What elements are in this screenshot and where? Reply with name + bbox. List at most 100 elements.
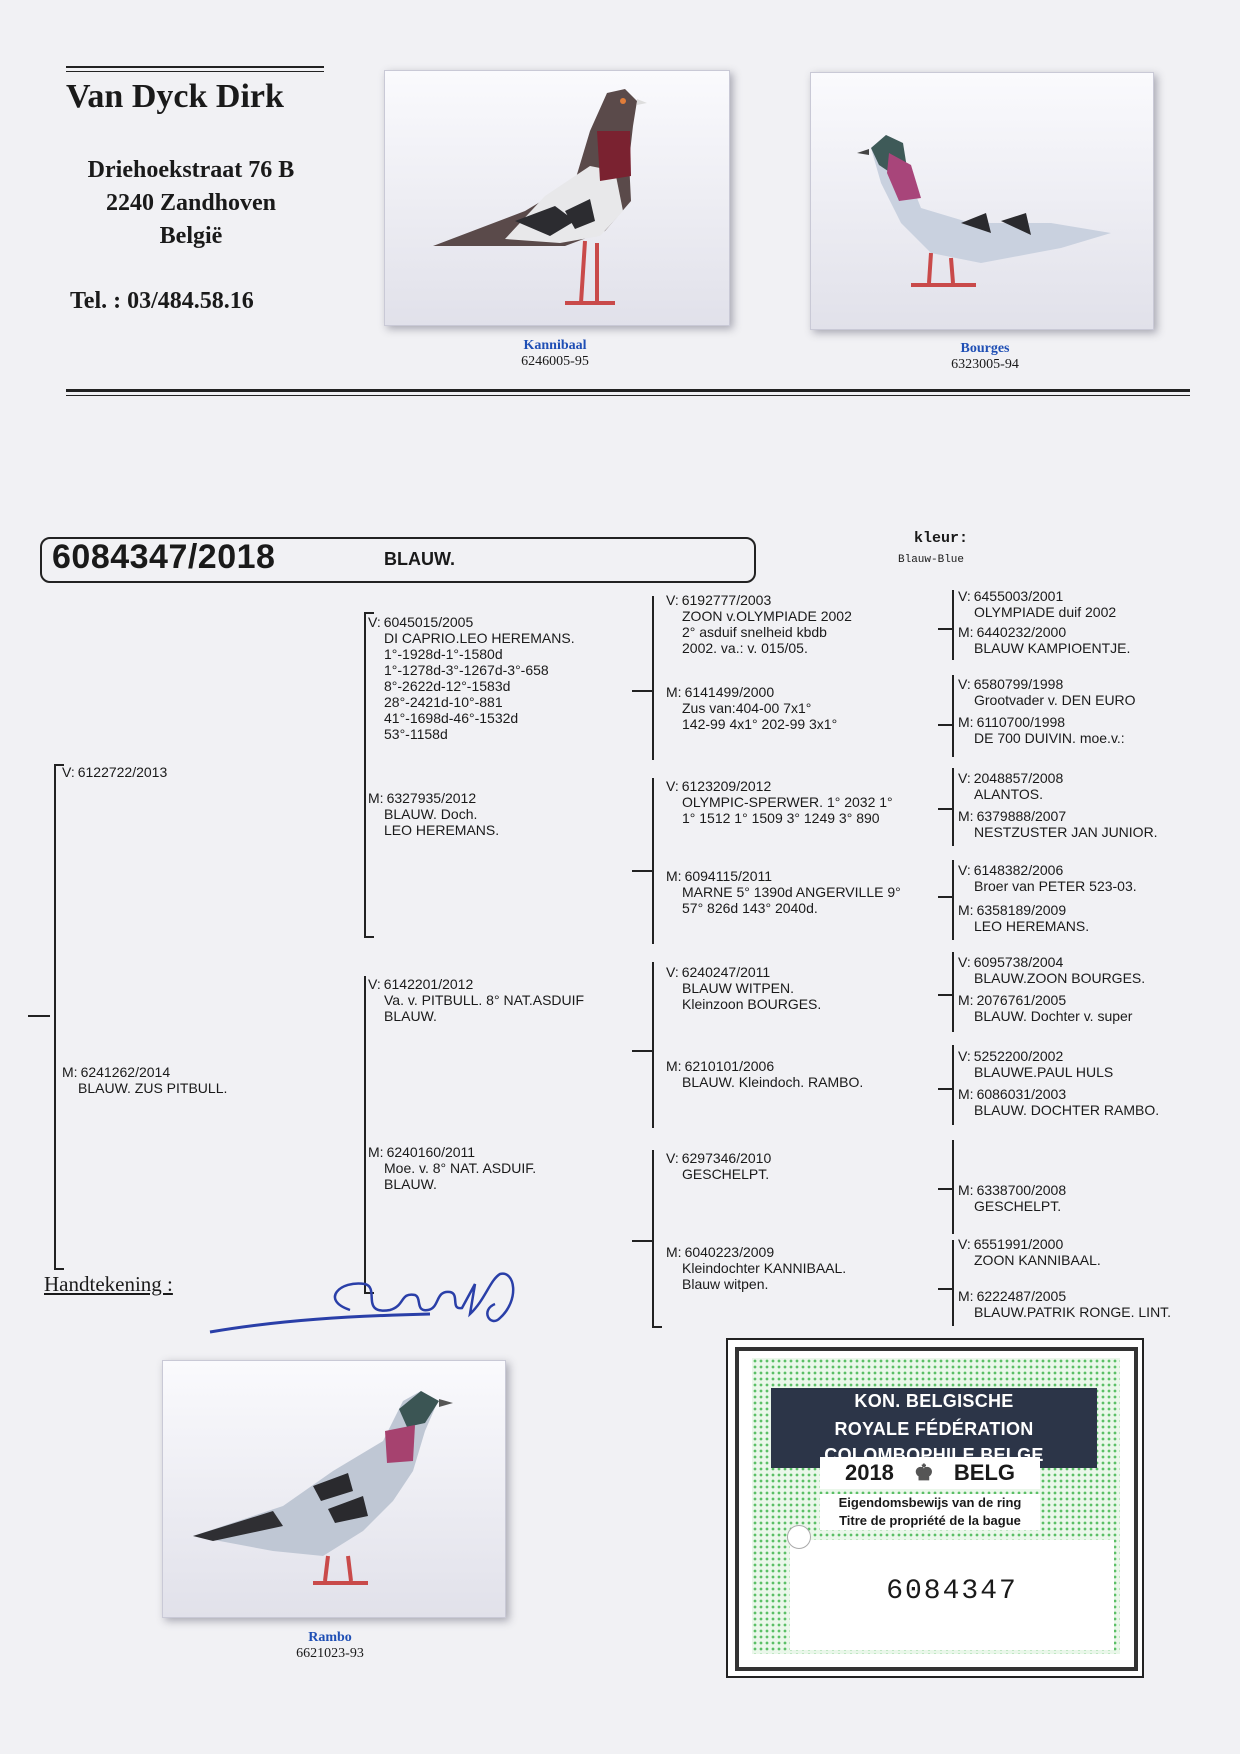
gen3-6-ring: 6210101/2006	[684, 1058, 775, 1074]
gen4-7-prefix: V:	[958, 862, 971, 878]
cert-year-row: 2018 ♚ BELG	[820, 1457, 1040, 1489]
gen3-2-prefix: M:	[666, 684, 682, 700]
subject-color: BLAUW.	[384, 549, 455, 569]
gen4-5-prefix: V:	[958, 770, 971, 786]
gen4-6-prefix: M:	[958, 808, 974, 824]
gen4-8-ring: 6358189/2009	[976, 902, 1067, 918]
gen4-12-ring: 6086031/2003	[976, 1086, 1067, 1102]
cert-country: BELG	[953, 1460, 1016, 1485]
gen1-bracket	[54, 764, 56, 1270]
photo-rambo	[162, 1360, 506, 1618]
gen4-bracket-8	[952, 1240, 954, 1326]
cert-number-field	[790, 1540, 1114, 1650]
header-rule-top-thin	[66, 71, 324, 72]
punch-hole-icon	[787, 1525, 811, 1549]
gen4-2-notes: BLAUW KAMPIOENTJE.	[974, 640, 1131, 656]
gen2-bracket-dam	[364, 976, 366, 1294]
gen1-tick-bottom	[54, 1268, 64, 1270]
gen2-dam-tick-bottom	[364, 1292, 374, 1294]
gen3-2: M:6141499/2000 Zus van:404-00 7x1° 142-9…	[666, 684, 837, 732]
gen2-dd-notes: Moe. v. 8° NAT. ASDUIF. BLAUW.	[384, 1160, 537, 1192]
gen2-ds-notes: Va. v. PITBULL. 8° NAT.ASDUIF BLAUW.	[384, 992, 585, 1024]
gen1-dam-ring: 6241262/2014	[80, 1064, 171, 1080]
gen3-4-notes: MARNE 5° 1390d ANGERVILLE 9° 57° 826d 14…	[682, 884, 901, 916]
gen4-bracket-7	[952, 1140, 954, 1234]
gen3-5-notes: BLAUW WITPEN. Kleinzoon BOURGES.	[682, 980, 822, 1012]
gen2-ss-notes: DI CAPRIO.LEO HEREMANS. 1°-1928d-1°-1580…	[384, 630, 575, 742]
gen3-bracket-4	[652, 1150, 654, 1326]
gen4-bracket-5	[952, 952, 954, 1032]
gen4-bracket-6	[952, 1045, 954, 1125]
gen4-12-prefix: M:	[958, 1086, 974, 1102]
gen2-sire-tick-bottom	[364, 936, 374, 938]
header-divider	[66, 389, 1190, 392]
gen4-3-ring: 6580799/1998	[973, 676, 1064, 692]
gen3-7-prefix: V:	[666, 1150, 679, 1166]
gen4-3-notes: Grootvader v. DEN EURO	[974, 692, 1136, 708]
gen3-connector-1	[632, 690, 652, 692]
gen4-11-notes: BLAUWE.PAUL HULS	[974, 1064, 1114, 1080]
gen1-sire: V:6122722/2013	[62, 764, 167, 780]
gen4-bracket-1	[952, 590, 954, 660]
gen4-4-ring: 6110700/1998	[976, 714, 1066, 730]
gen4-connector-8	[938, 1288, 952, 1290]
gen1-tick-top	[54, 764, 64, 766]
gen4-connector-1	[938, 628, 952, 630]
gen3-8-notes: Kleindochter KANNIBAAL. Blauw witpen.	[682, 1260, 847, 1292]
gen1-sire-ring: 6122722/2013	[77, 764, 168, 780]
gen3-3-ring: 6123209/2012	[681, 778, 772, 794]
gen4-15-ring: 6222487/2005	[976, 1288, 1067, 1304]
gen3-4-ring: 6094115/2011	[684, 868, 773, 884]
gen4-2-ring: 6440232/2000	[976, 624, 1067, 640]
gen4-10-ring: 2076761/2005	[976, 992, 1067, 1008]
gen3-1-notes: ZOON v.OLYMPIADE 2002 2° asduif snelheid…	[682, 608, 852, 656]
gen4-11-prefix: V:	[958, 1048, 971, 1064]
rambo-ring: 6621023-93	[296, 1646, 364, 1661]
header-rule-top	[66, 66, 324, 68]
gen3-2-ring: 6141499/2000	[684, 684, 775, 700]
gen2-ds-prefix: V:	[368, 976, 381, 992]
header-divider-thin	[66, 395, 1190, 396]
gen4-connector-6	[938, 1088, 952, 1090]
signature-icon	[209, 1272, 515, 1334]
gen3-3-prefix: V:	[666, 778, 679, 794]
gen4-connector-7	[938, 1188, 952, 1190]
bourges-ring: 6323005-94	[951, 357, 1019, 372]
gen3-8-ring: 6040223/2009	[684, 1244, 775, 1260]
gen1-sire-prefix: V:	[62, 764, 75, 780]
cert-sub-nl: Eigendomsbewijs van de ring	[820, 1494, 1040, 1512]
gen4-11-ring: 5252200/2002	[973, 1048, 1064, 1064]
gen4-connector-2	[938, 724, 952, 726]
gen2-ss: V:6045015/2005 DI CAPRIO.LEO HEREMANS. 1…	[368, 614, 575, 742]
bourges-name: Bourges	[960, 341, 1010, 356]
kleur-label: kleur:	[914, 530, 969, 547]
telephone: Tel. : 03/484.58.16	[70, 288, 254, 314]
gen4-4-prefix: M:	[958, 714, 974, 730]
gen4-13-prefix: M:	[958, 1182, 974, 1198]
gen3-6: M:6210101/2006 BLAUW. Kleindoch. RAMBO.	[666, 1058, 863, 1090]
gen3-5-prefix: V:	[666, 964, 679, 980]
gen4-5-notes: ALANTOS.	[974, 786, 1043, 802]
caption-rambo: Rambo 6621023-93	[235, 1630, 425, 1662]
address-country: België	[159, 223, 223, 249]
gen4-9-notes: BLAUW.ZOON BOURGES.	[974, 970, 1146, 986]
gen2-ds-ring: 6142201/2012	[383, 976, 474, 992]
gen3-5: V:6240247/2011 BLAUW WITPEN. Kleinzoon B…	[666, 964, 821, 1012]
photo-bourges	[810, 72, 1154, 330]
cert-year: 2018	[844, 1460, 894, 1485]
gen3-3: V:6123209/2012 OLYMPIC-SPERWER. 1° 2032 …	[666, 778, 893, 826]
root-connector	[28, 1015, 50, 1017]
gen2-ds: V:6142201/2012 Va. v. PITBULL. 8° NAT.AS…	[368, 976, 584, 1024]
gen1-dam-prefix: M:	[62, 1064, 78, 1080]
gen4-12-notes: BLAUW. DOCHTER RAMBO.	[974, 1102, 1160, 1118]
gen4-7-notes: Broer van PETER 523-03.	[974, 878, 1137, 894]
gen4-3-prefix: V:	[958, 676, 971, 692]
gen2-sd-notes: BLAUW. Doch. LEO HEREMANS.	[384, 806, 500, 838]
kannibaal-ring: 6246005-95	[521, 354, 589, 369]
